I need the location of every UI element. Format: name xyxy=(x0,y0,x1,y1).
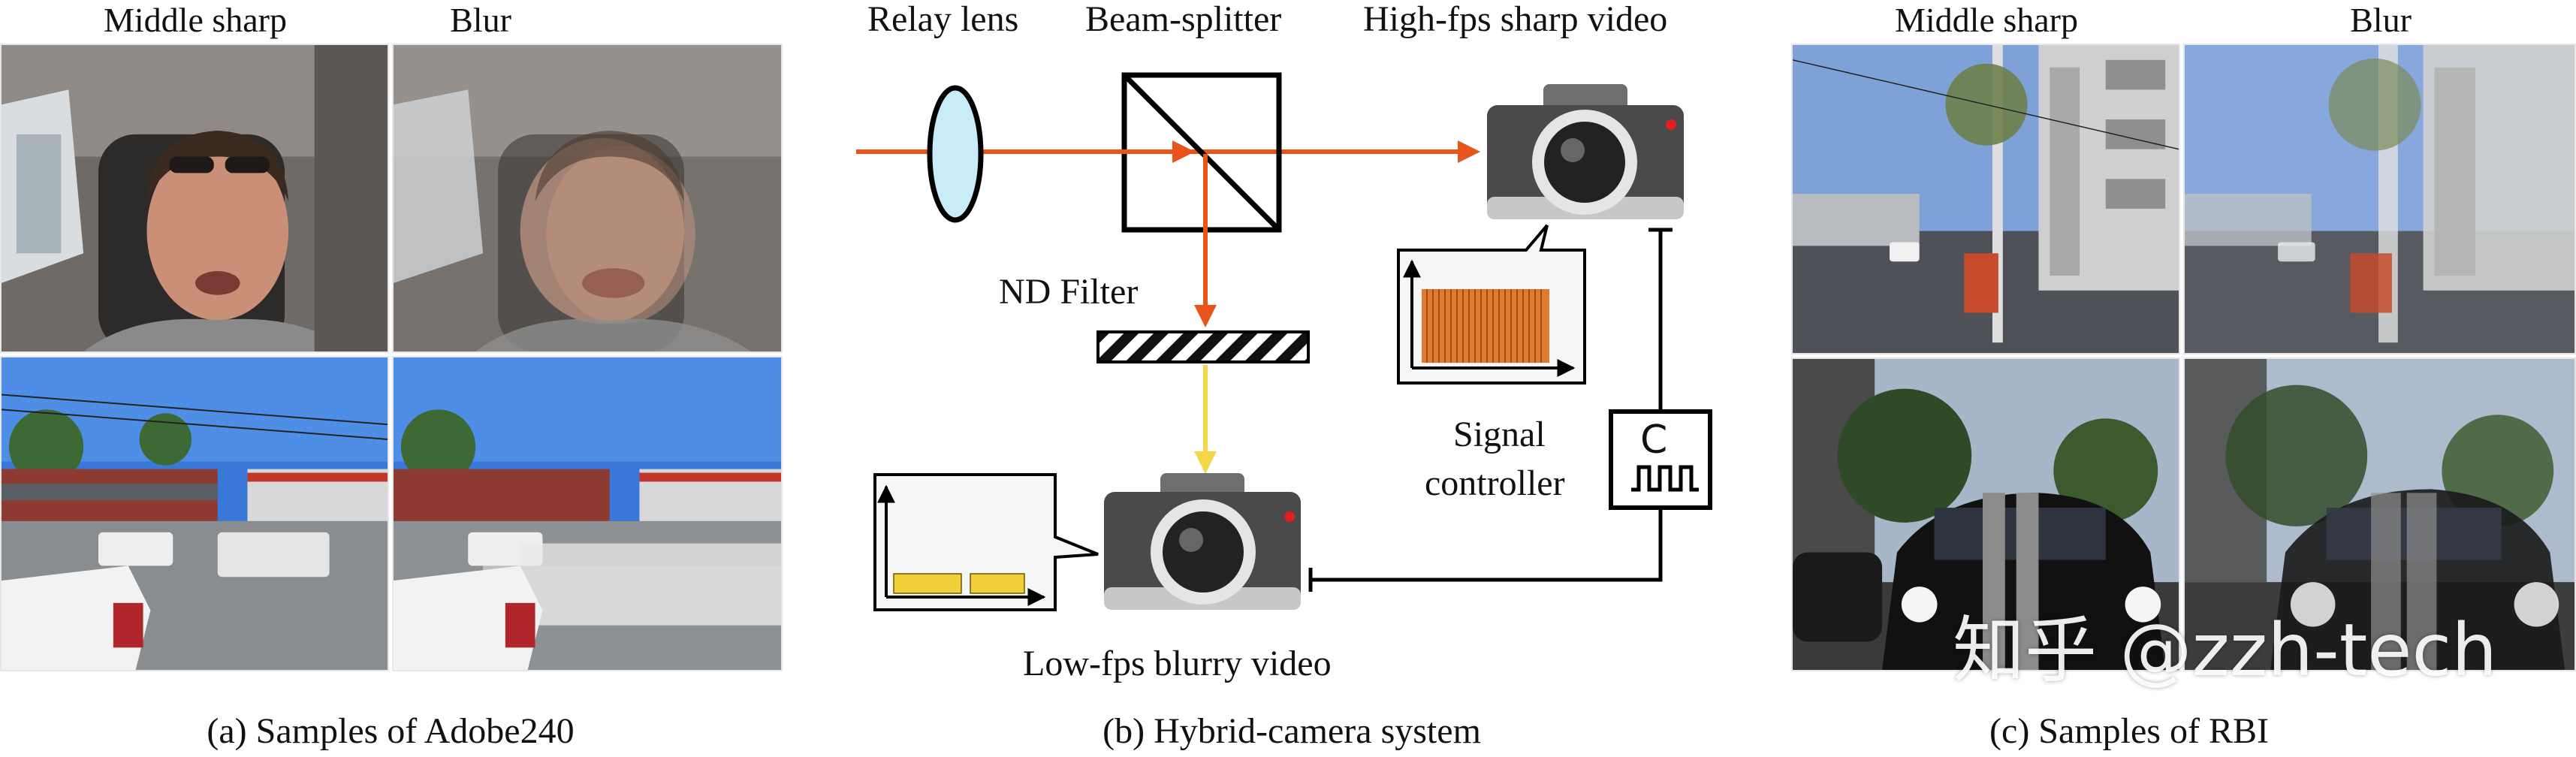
low-fps-label: Low-fps blurry video xyxy=(1023,644,1332,683)
panel-c-header-blur: Blur xyxy=(2350,1,2412,39)
high-fps-label: High-fps sharp video xyxy=(1363,0,1668,39)
panel-a-header-middle-sharp: Middle sharp xyxy=(103,1,287,39)
low-fps-signal-callout xyxy=(873,473,1099,611)
rbi-blur-street-photo xyxy=(2183,44,2576,354)
high-fps-camera-icon xyxy=(1487,84,1684,219)
panel-c-caption: (c) Samples of RBI xyxy=(1989,711,2269,751)
relay-lens-label: Relay lens xyxy=(867,0,1019,39)
relay-lens-shape xyxy=(927,85,984,223)
pulse-wave-icon xyxy=(1631,465,1699,492)
panel-c-header-middle-sharp: Middle sharp xyxy=(1894,1,2078,39)
adobe240-sharp-street-photo xyxy=(0,356,389,671)
rbi-sharp-car-photo xyxy=(1791,357,2180,671)
low-fps-camera-icon xyxy=(1104,473,1301,610)
adobe240-sharp-face-photo xyxy=(0,44,389,353)
controller-symbol: C xyxy=(1640,418,1668,463)
rbi-sharp-street-photo xyxy=(1791,44,2180,354)
nd-filter-label: ND Filter xyxy=(999,272,1139,312)
beam-splitter-label: Beam-splitter xyxy=(1085,0,1282,39)
adobe240-blur-street-photo xyxy=(392,356,783,671)
adobe240-blur-face-photo xyxy=(392,44,783,353)
signal-controller-box xyxy=(1609,409,1712,510)
panel-a-header-blur: Blur xyxy=(450,1,511,39)
panel-b-caption: (b) Hybrid-camera system xyxy=(1102,711,1481,751)
controller-label: controller xyxy=(1425,463,1565,503)
watermark-text: 知乎 @zzh-tech xyxy=(1953,608,2498,692)
rbi-blur-car-photo xyxy=(2183,357,2576,671)
high-fps-signal-callout xyxy=(1397,224,1586,385)
panel-a-caption: (a) Samples of Adobe240 xyxy=(207,711,575,751)
signal-label: Signal xyxy=(1453,415,1546,454)
nd-filter-shape xyxy=(1096,330,1310,363)
wire-to-low-fps xyxy=(1311,509,1663,582)
